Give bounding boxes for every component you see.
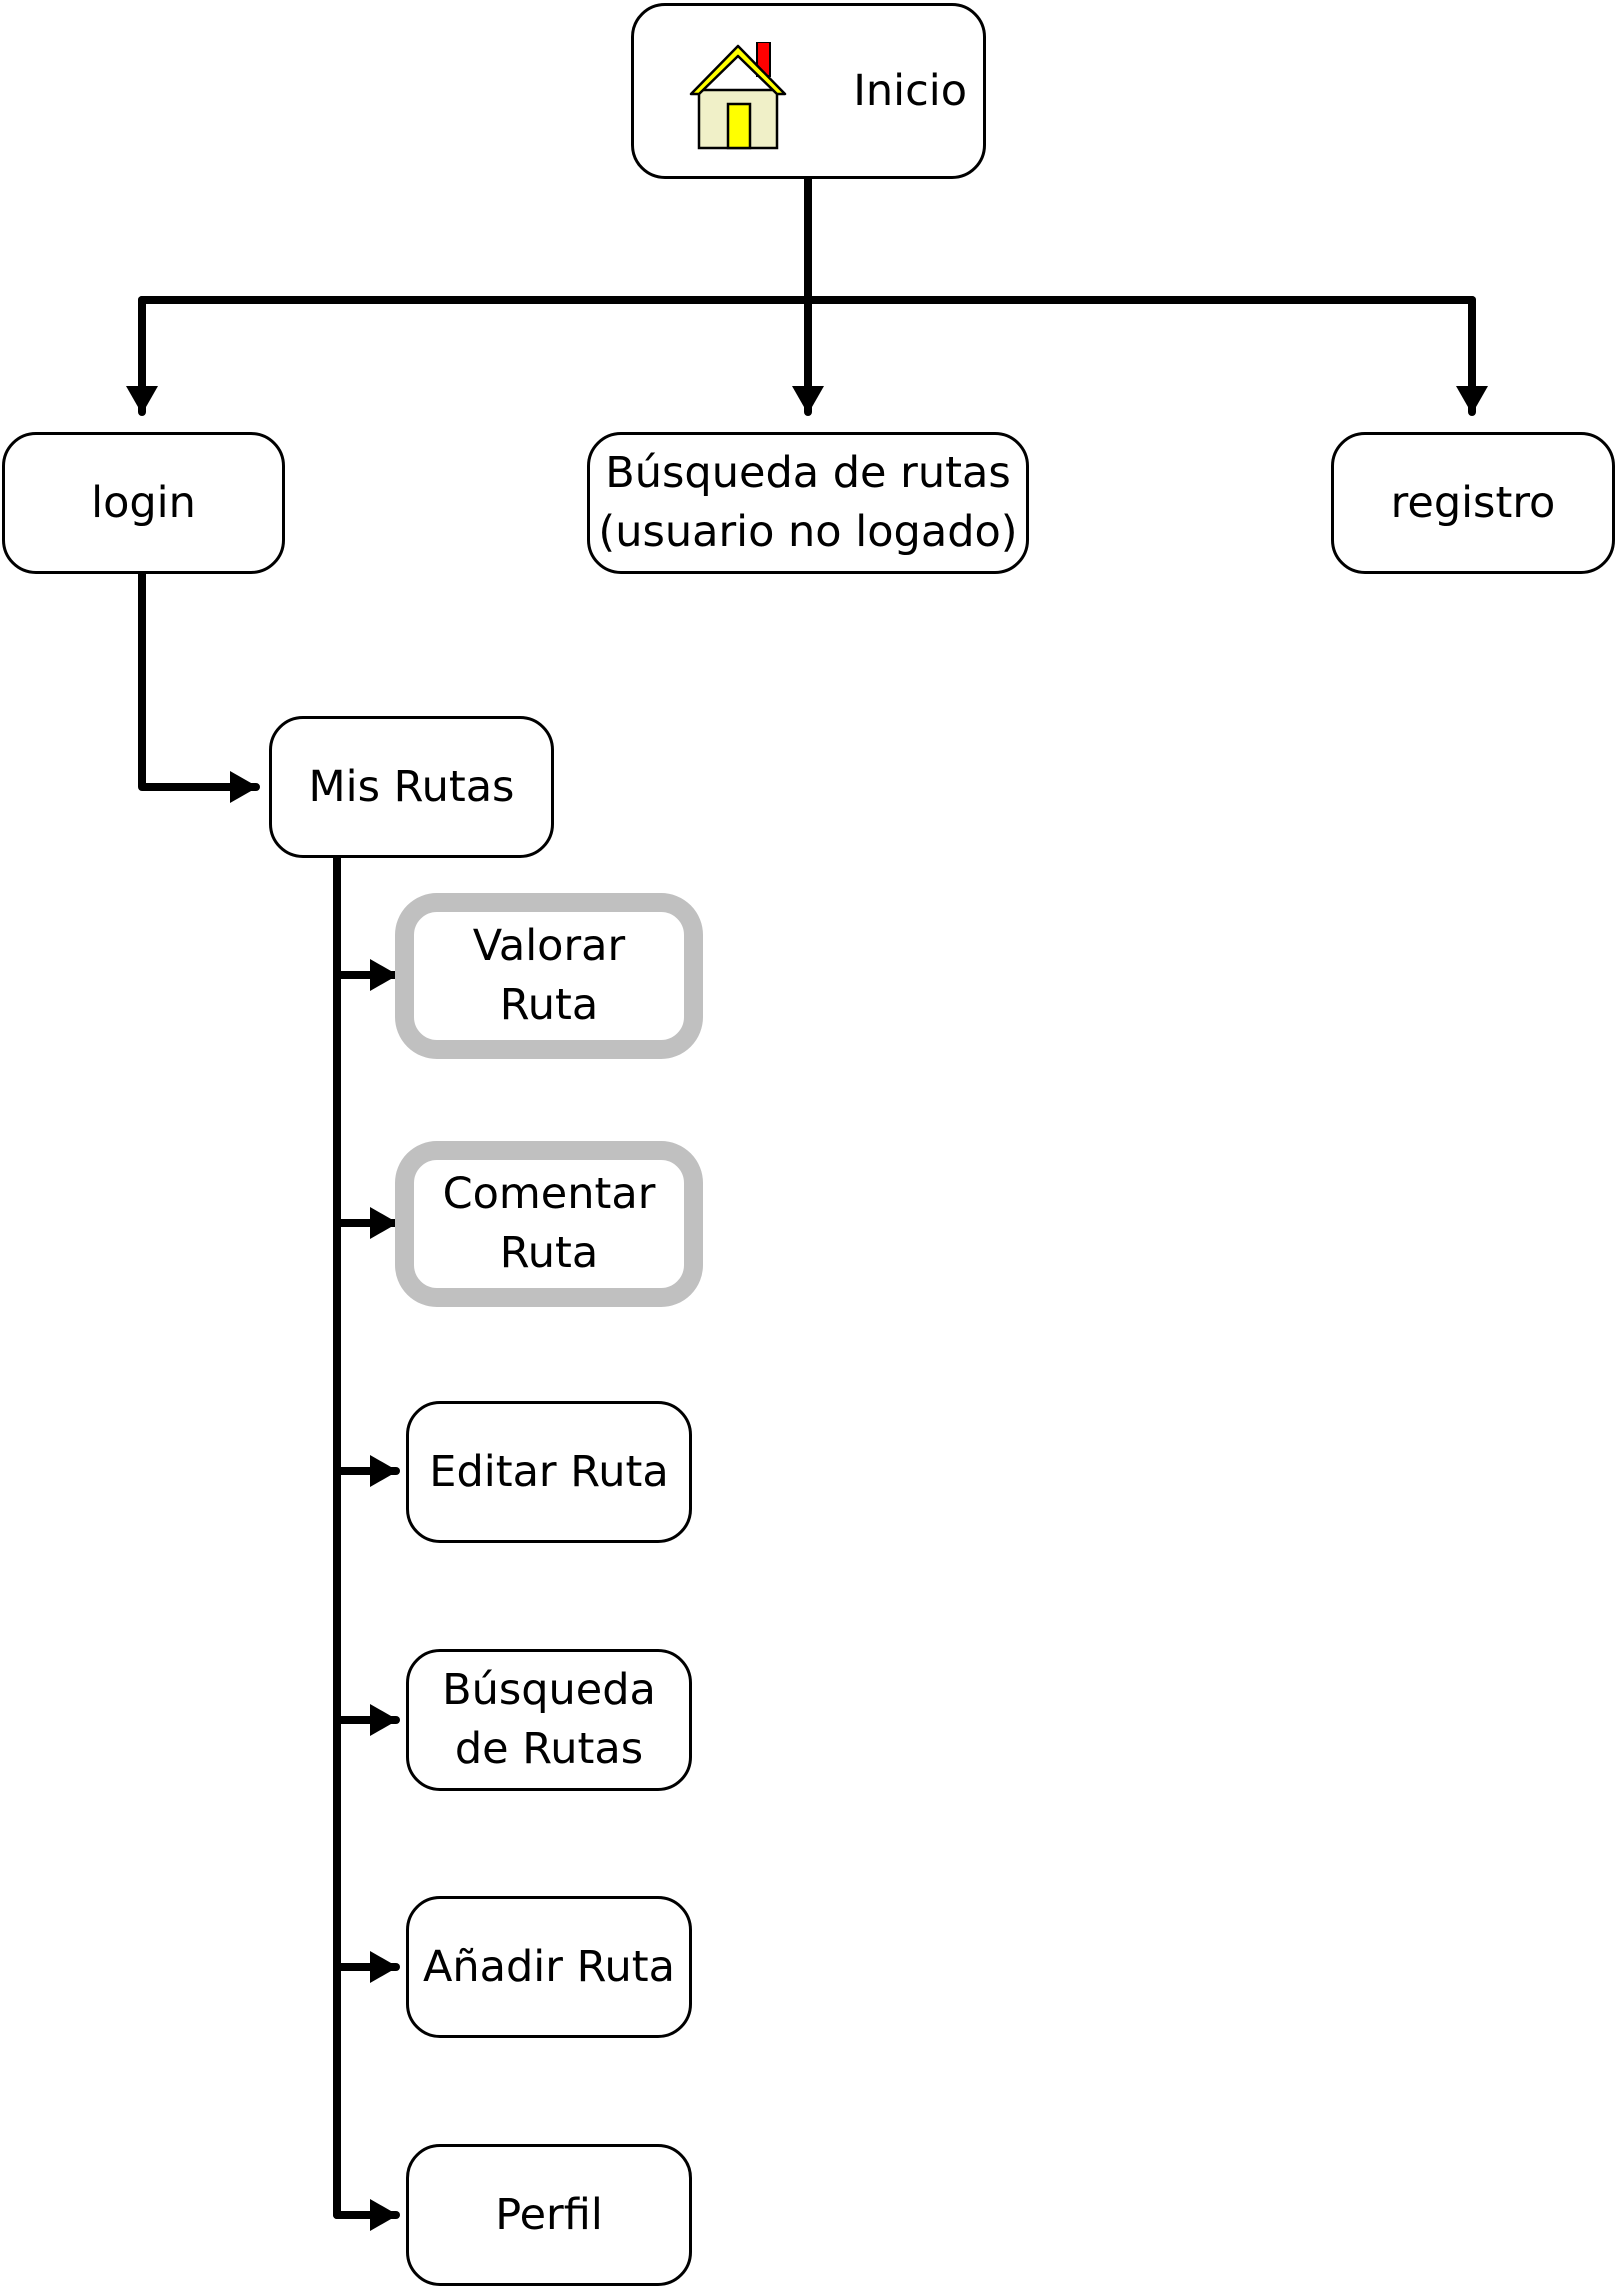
node-valorar-ruta-label: Valorar Ruta xyxy=(472,921,626,1030)
node-editar-ruta-label: Editar Ruta xyxy=(429,1446,669,1497)
node-login: login xyxy=(2,432,285,574)
node-mis-rutas-label: Mis Rutas xyxy=(308,761,515,812)
house-icon xyxy=(689,42,787,150)
node-valorar-ruta: Valorar Ruta xyxy=(395,893,703,1059)
node-busqueda-rutas: Búsqueda de Rutas xyxy=(406,1649,692,1791)
node-busqueda-publica-label: Búsqueda de rutas (usuario no logado) xyxy=(598,448,1018,557)
node-busqueda-publica: Búsqueda de rutas (usuario no logado) xyxy=(587,432,1029,574)
node-mis-rutas: Mis Rutas xyxy=(269,716,554,858)
node-registro: registro xyxy=(1331,432,1615,574)
node-editar-ruta: Editar Ruta xyxy=(406,1401,692,1543)
node-perfil: Perfil xyxy=(406,2144,692,2286)
node-login-label: login xyxy=(91,477,196,528)
node-busqueda-rutas-label: Búsqueda de Rutas xyxy=(442,1665,656,1774)
node-comentar-ruta-label: Comentar Ruta xyxy=(442,1169,656,1278)
node-anadir-ruta-label: Añadir Ruta xyxy=(422,1941,676,1992)
node-inicio-label: Inicio xyxy=(853,65,967,116)
node-comentar-ruta: Comentar Ruta xyxy=(395,1141,703,1307)
node-registro-label: registro xyxy=(1390,477,1556,528)
connector-login-to-mis-rutas xyxy=(138,568,260,803)
node-perfil-label: Perfil xyxy=(495,2189,603,2240)
node-inicio: Inicio xyxy=(631,3,986,179)
node-anadir-ruta: Añadir Ruta xyxy=(406,1896,692,2038)
